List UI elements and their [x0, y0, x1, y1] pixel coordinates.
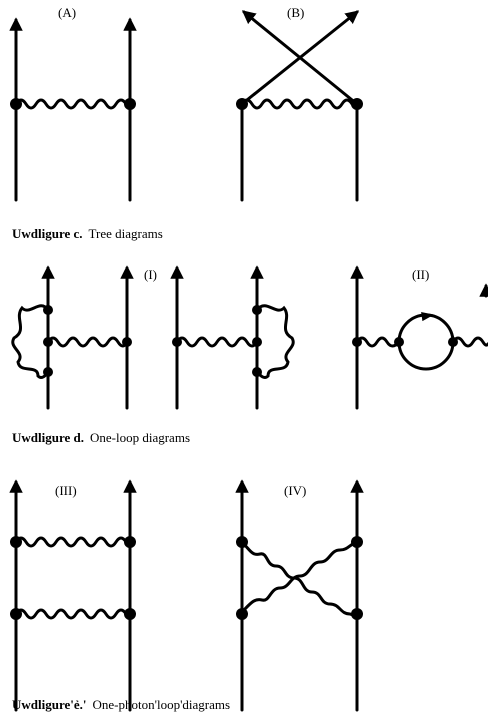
- photon-II-left: [355, 336, 401, 348]
- caption-c-text: Tree diagrams: [88, 226, 163, 241]
- photon-IV-b: [240, 540, 359, 614]
- photon-B: [240, 98, 359, 110]
- photon-I-left-self: [11, 304, 50, 379]
- photon-IV-a: [240, 540, 359, 618]
- photon-II-right: [451, 336, 488, 348]
- fermion-loop-II: [397, 313, 455, 371]
- photon-III-top: [14, 536, 132, 548]
- diagram-I-right: [170, 265, 295, 410]
- caption-c-label: Uwdligure c.: [12, 226, 83, 241]
- vertices: [10, 98, 458, 620]
- photon-A: [14, 98, 132, 110]
- caption-e-label: Uwdligure'ẻ.': [12, 697, 87, 712]
- loop-arrow-II: [421, 312, 435, 322]
- diagram-III: [9, 479, 137, 712]
- photon-I-right-self: [255, 304, 295, 379]
- label-B: (B): [287, 5, 304, 20]
- diagram-I-left: [11, 265, 134, 410]
- photon-III-bottom: [14, 608, 132, 620]
- diagram-II: [350, 265, 488, 410]
- label-I: (I): [144, 267, 157, 282]
- photon-I-left-exchange: [46, 336, 129, 348]
- photon-I-right-exchange: [175, 336, 259, 348]
- diagram-A: [9, 17, 137, 202]
- label-IV: (IV): [284, 483, 306, 498]
- caption-c: Uwdligure c. Tree diagrams: [12, 226, 163, 242]
- caption-d-label: Uwdligure d.: [12, 430, 84, 445]
- label-III: (III): [55, 483, 77, 498]
- caption-e: Uwdligure'ẻ.' One-photon'loop'diagrams: [12, 697, 230, 713]
- caption-e-text: One-photon'loop'diagrams: [92, 697, 231, 712]
- label-II: (II): [412, 267, 429, 282]
- label-A: (A): [58, 5, 76, 20]
- diagram-IV: [235, 479, 364, 712]
- caption-d-text: One-loop diagrams: [90, 430, 191, 445]
- diagram-B: [240, 10, 360, 202]
- caption-d: Uwdligure d. One-loop diagrams: [12, 430, 190, 446]
